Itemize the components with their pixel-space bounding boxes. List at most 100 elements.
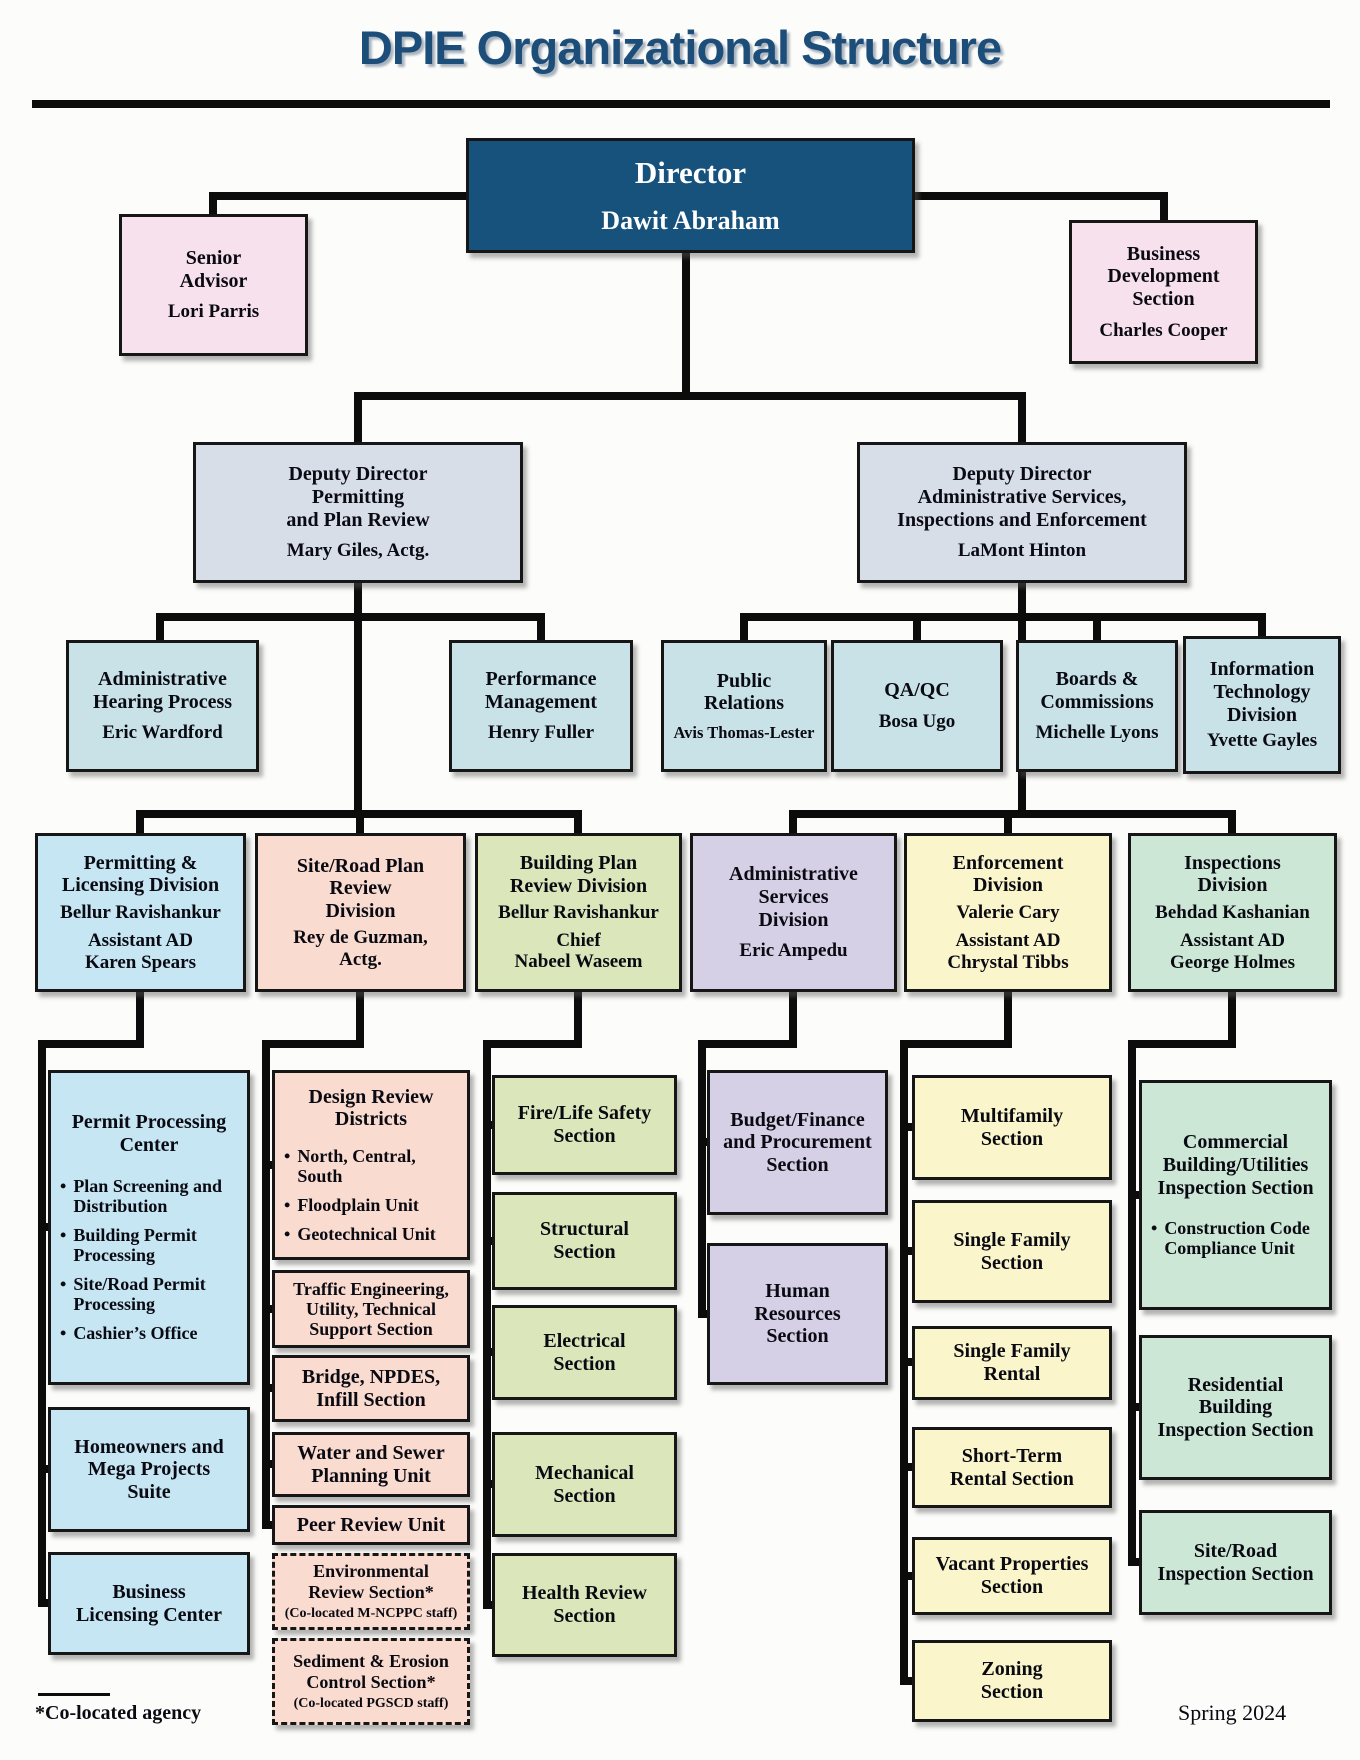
enforcement-title-line-1: Division — [972, 874, 1044, 897]
business-licensing-title-line-1: Licensing Center — [75, 1603, 223, 1626]
human-resources-title-line-1: Resources — [754, 1302, 841, 1325]
connector-line — [698, 1040, 797, 1048]
director-name: Dawit Abraham — [601, 206, 779, 235]
connector-line — [900, 1123, 916, 1131]
performance-name-line-0: Henry Fuller — [487, 722, 595, 744]
enforcement-assistant-line-1: Chrystal Tibbs — [947, 951, 1069, 973]
connector-line — [1128, 1040, 1136, 1566]
connector-line — [698, 1310, 711, 1318]
human-resources-title-line-2: Section — [766, 1325, 829, 1348]
connector-line — [32, 100, 1330, 108]
bullet-item: Site/Road Permit Processing — [60, 1274, 242, 1314]
director-title: Director — [635, 155, 746, 190]
building-plan-title-line-1: Review Division — [509, 874, 648, 897]
boards-title-line-1: Commissions — [1040, 690, 1154, 713]
senior-advisor-title-line-0: Senior — [185, 247, 242, 270]
connector-line — [38, 1693, 110, 1696]
permitting-licensing-assistant-line-0: Assistant AD — [87, 930, 194, 952]
single-family-rental-title-line-1: Rental — [983, 1363, 1041, 1385]
connector-line — [1228, 810, 1236, 837]
public-relations-name: Avis Thomas-Lester — [673, 723, 814, 743]
connector-line — [900, 1572, 916, 1580]
building-plan-name-line-0: Bellur Ravishankur — [498, 902, 659, 924]
bullet-text: North, Central, South — [297, 1145, 416, 1186]
connector-line — [356, 992, 364, 1044]
connector-line — [354, 392, 362, 446]
enforcement-name-line-0: Valerie Cary — [956, 901, 1060, 923]
commercial-building-title-line-2: Inspection Section — [1157, 1176, 1314, 1199]
deputy-admin-name-line-0: LaMont Hinton — [957, 540, 1087, 562]
ppc-title-line-1: Center — [119, 1133, 179, 1156]
deputy-permitting-title-line-2: and Plan Review — [286, 508, 430, 531]
enforcement-name: Valerie Cary — [956, 902, 1059, 923]
vacant-properties-title-line-0: Vacant Properties — [935, 1553, 1089, 1576]
building-plan-title-line-0: Building Plan — [519, 852, 638, 875]
admin-services-title-line-0: Administrative — [729, 863, 858, 886]
deputy-permitting-name: Mary Giles, Actg. — [287, 540, 429, 561]
ppc-title-line-0: Permit Processing — [71, 1111, 227, 1134]
fire-life-safety-title-line-1: Section — [553, 1125, 616, 1147]
connector-line — [789, 810, 797, 837]
admin-services-title-line-1: Services — [758, 885, 829, 908]
permitting-licensing-name: Bellur Ravishankur — [60, 902, 221, 923]
permitting-licensing-title-line-1: Licensing Division — [61, 874, 220, 897]
sediment-erosion-note: (Co-located PGSCD staff) — [293, 1695, 449, 1711]
it-division-title-line-2: Division — [1226, 703, 1297, 726]
boards-title-line-0: Boards & — [1055, 668, 1139, 691]
connector-line — [1258, 613, 1266, 644]
deputy-admin-name: LaMont Hinton — [958, 540, 1086, 561]
connector-line — [483, 1480, 496, 1488]
zoning-title-line-0: Zoning — [981, 1658, 1043, 1681]
connector-line — [740, 613, 1266, 621]
inspections-title-line-1: Division — [1197, 874, 1268, 897]
connector-line — [354, 583, 362, 814]
traffic-engineering-title-line-0: Traffic Engineering, — [293, 1278, 449, 1299]
qa-qc-name: Bosa Ugo — [879, 711, 956, 732]
connector-line — [915, 192, 1164, 200]
connector-line — [38, 1223, 52, 1231]
sediment-erosion-title-line-1: Control Section* — [306, 1671, 436, 1692]
connector-line — [262, 1460, 276, 1468]
connector-line — [262, 1521, 276, 1529]
connector-line — [900, 1040, 1012, 1048]
bullet-item: Plan Screening and Distribution — [60, 1176, 242, 1216]
connector-line — [913, 613, 921, 644]
date-label: Spring 2024 — [1178, 1700, 1287, 1725]
connector-line — [483, 1040, 491, 1609]
single-family-title-line-0: Single Family — [953, 1228, 1071, 1251]
traffic-engineering-title-line-1: Utility, Technical — [305, 1298, 437, 1319]
business-development-title-line-2: Section — [1132, 288, 1195, 311]
